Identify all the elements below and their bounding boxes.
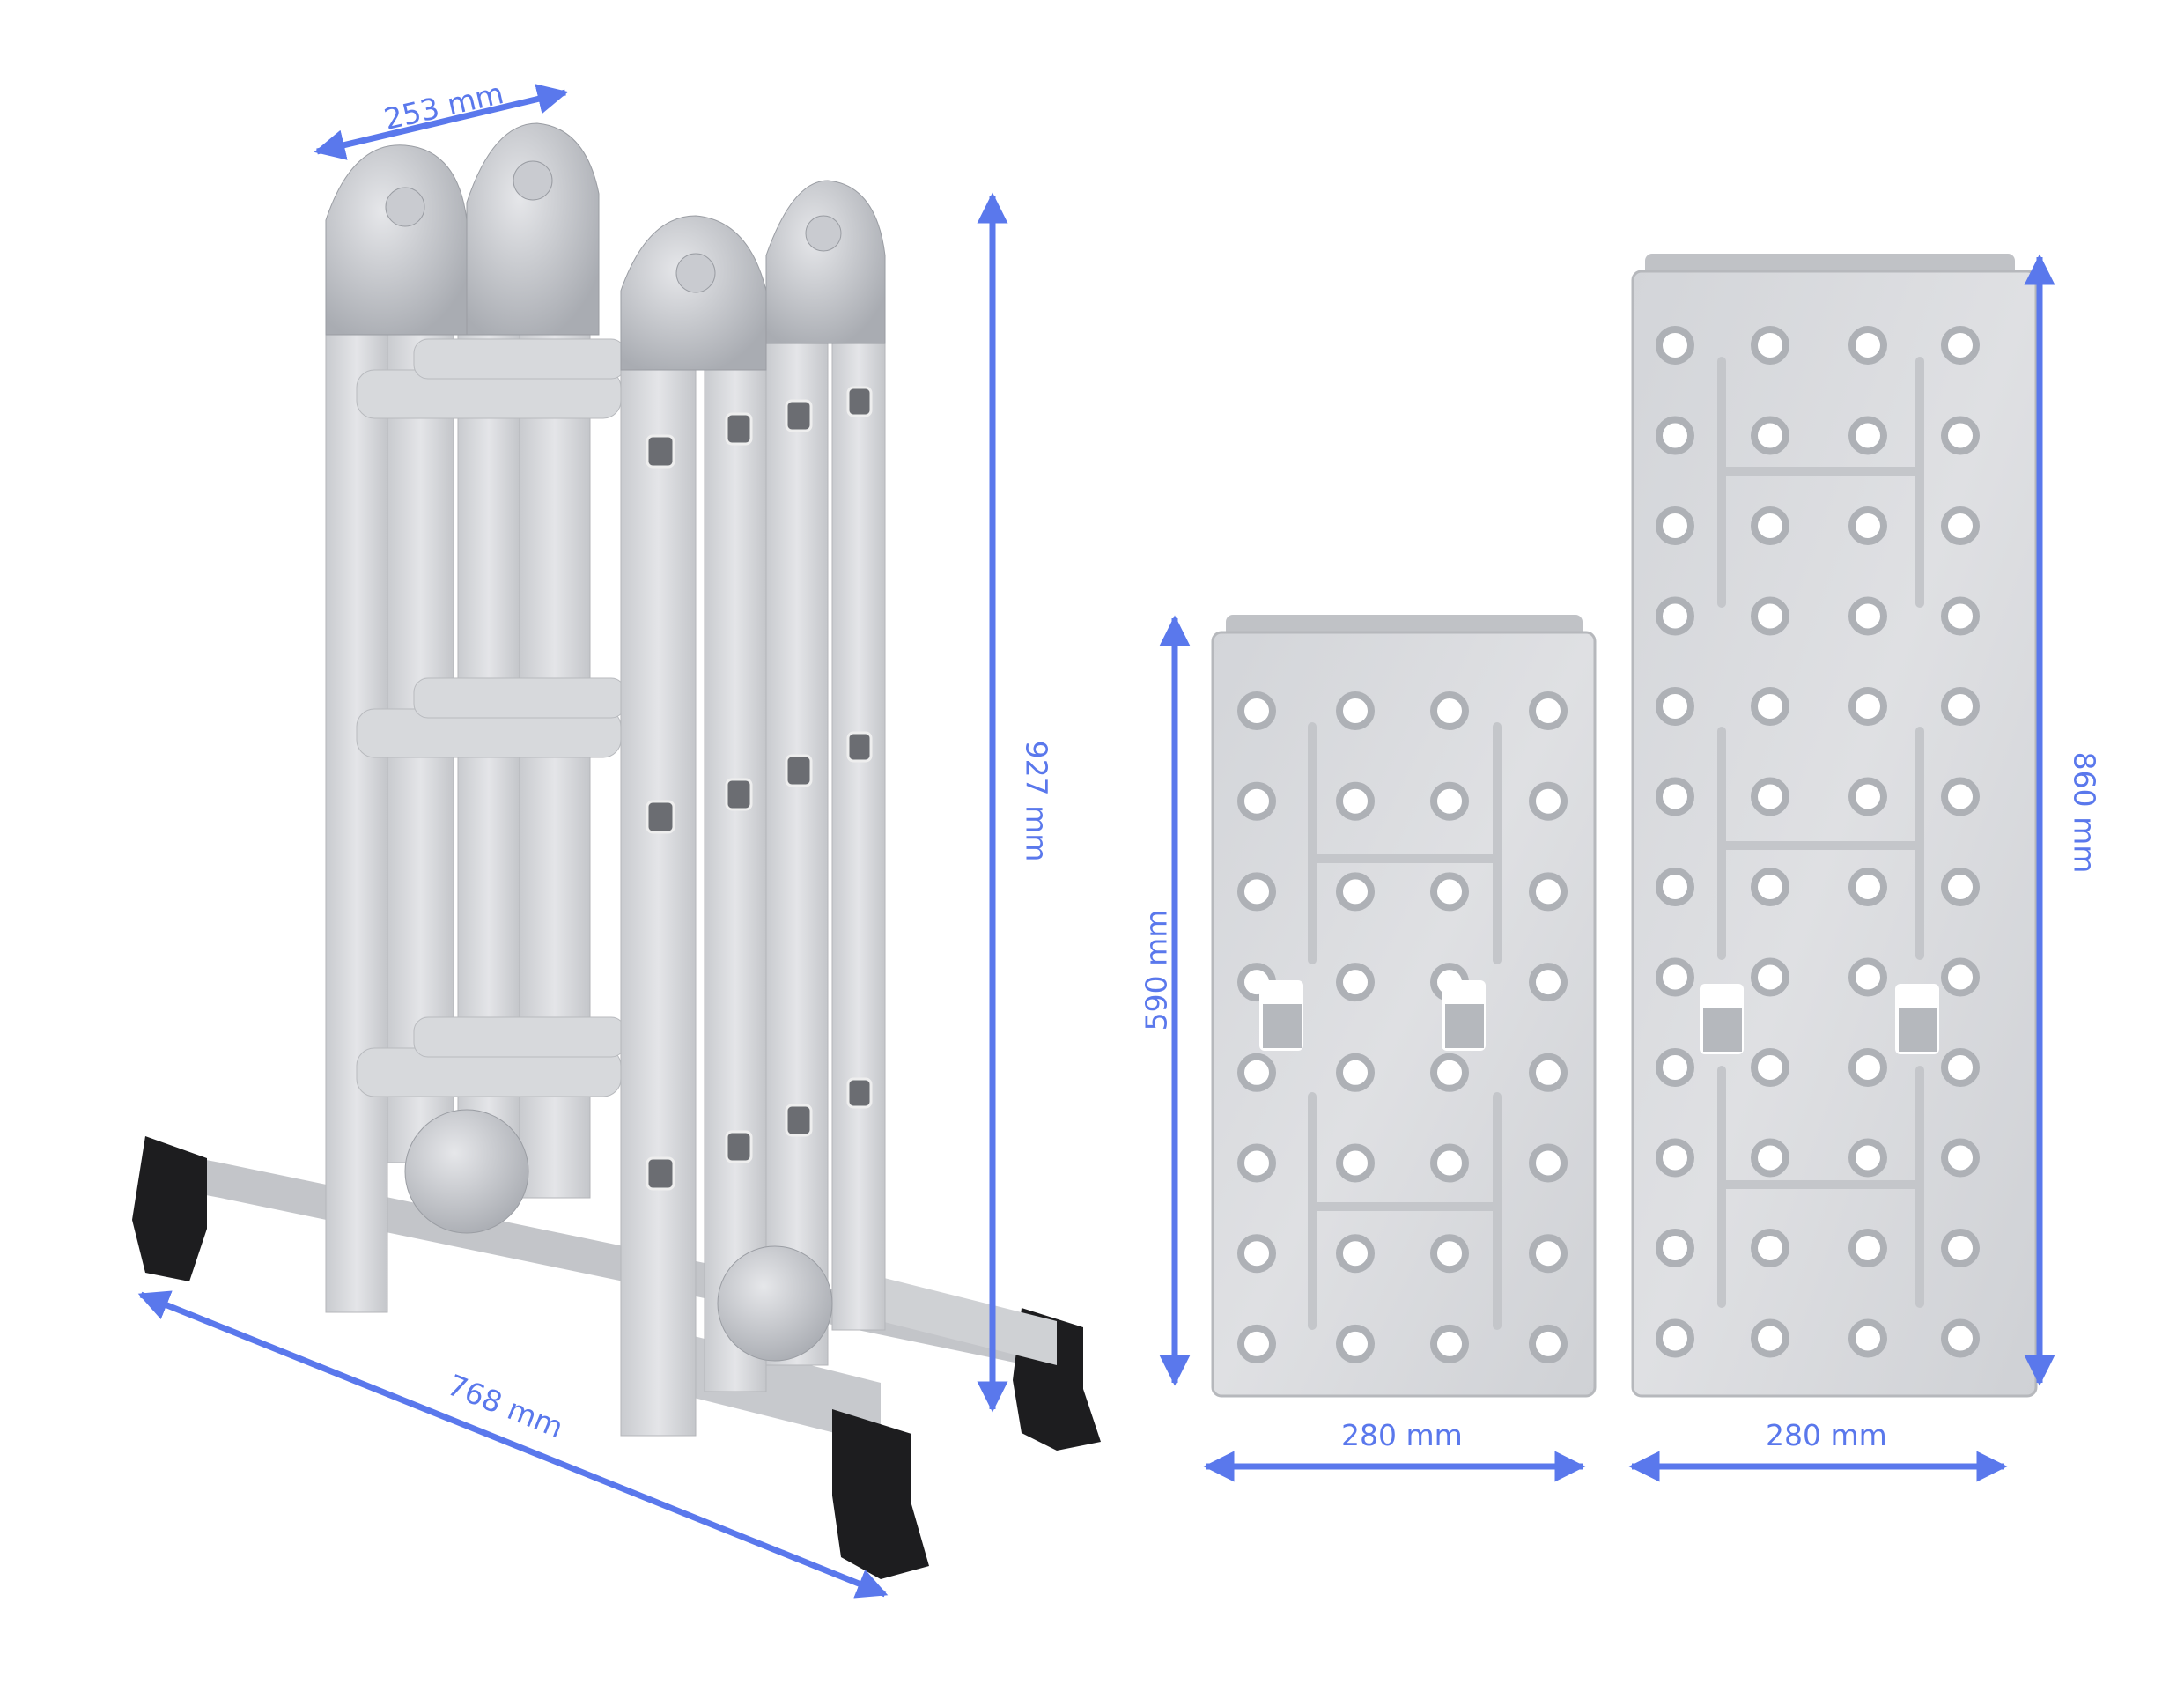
- platform-hole: [1237, 1052, 1276, 1092]
- label-ladder-height: 927 mm: [1019, 740, 1054, 862]
- platform-hole: [1656, 506, 1694, 545]
- platform-hole: [1656, 416, 1694, 455]
- hinge: [765, 180, 886, 344]
- label-platform-large-width: 280 mm: [1766, 1418, 1887, 1452]
- ladder-illustration: [132, 122, 1101, 1579]
- platform-hole: [1751, 416, 1789, 455]
- platform-hole: [1751, 506, 1789, 545]
- platform-hole: [1751, 1138, 1789, 1178]
- platform-large-illustration: [1631, 254, 2038, 1398]
- platform-hole: [1430, 1052, 1469, 1092]
- platform-hole: [1430, 691, 1469, 730]
- platform-hole: [1656, 596, 1694, 636]
- platform-hole: [1656, 777, 1694, 816]
- platform-hole: [1848, 506, 1887, 545]
- platform-hole: [1751, 777, 1789, 816]
- platform-hole: [1848, 957, 1887, 997]
- platform-hole: [1237, 1324, 1276, 1363]
- platform-hole: [1656, 326, 1694, 365]
- label-platform-large-height: 860 mm: [2067, 751, 2102, 874]
- platform-hole: [1751, 1229, 1789, 1267]
- platform-hole: [1336, 963, 1375, 1002]
- platform-hole: [1237, 1143, 1276, 1183]
- platform-hole: [1848, 596, 1887, 636]
- platform-hole: [1848, 1318, 1887, 1358]
- label-platform-small-width: 280 mm: [1341, 1418, 1463, 1452]
- platform-hole: [1848, 326, 1887, 365]
- hinge: [325, 144, 468, 336]
- platform-hole: [1751, 596, 1789, 636]
- platform-hole: [1237, 1234, 1276, 1274]
- platform-hole: [1848, 868, 1887, 906]
- platform-hole: [1529, 872, 1568, 912]
- platform-hole: [1336, 1234, 1375, 1274]
- platform-hole: [1751, 868, 1789, 906]
- platform-hole: [1941, 868, 1980, 906]
- platform-hole: [1751, 957, 1789, 997]
- platform-hole: [1529, 963, 1568, 1002]
- hinge: [404, 1109, 529, 1234]
- platform-hole: [1941, 957, 1980, 997]
- platform-hole: [1529, 691, 1568, 730]
- platform-hole: [1430, 781, 1469, 821]
- platform-hole: [1941, 1138, 1980, 1178]
- label-platform-small-height: 590 mm: [1139, 909, 1174, 1031]
- platform-hole: [1430, 1234, 1469, 1274]
- platform-hole: [1848, 1048, 1887, 1087]
- platform-hole: [1848, 687, 1887, 726]
- platform-hole: [1529, 1052, 1568, 1092]
- arrow-ladder-base-width: [137, 1290, 889, 1599]
- platform-hole: [1751, 1318, 1789, 1358]
- platform-hole: [1237, 872, 1276, 912]
- rubber-foot: [132, 1136, 207, 1281]
- platform-hole: [1751, 1048, 1789, 1087]
- platform-hole: [1941, 416, 1980, 455]
- platform-hole: [1430, 1324, 1469, 1363]
- hinge: [466, 122, 600, 336]
- platform-hole: [1529, 781, 1568, 821]
- platform-hole: [1848, 416, 1887, 455]
- platform-hole: [1941, 1048, 1980, 1087]
- platform-hole: [1237, 781, 1276, 821]
- platform-hole: [1336, 1052, 1375, 1092]
- platform-hole: [1656, 1138, 1694, 1178]
- platform-hole: [1336, 691, 1375, 730]
- hinge: [620, 215, 767, 371]
- platform-hole: [1751, 326, 1789, 365]
- platform-hole: [1336, 1324, 1375, 1363]
- platform-hole: [1430, 1143, 1469, 1183]
- dimension-arrows: [137, 84, 2055, 1599]
- platform-hole: [1941, 326, 1980, 365]
- platform-hole: [1529, 1324, 1568, 1363]
- platform-hole: [1941, 1229, 1980, 1267]
- platform-hole: [1656, 1048, 1694, 1087]
- platform-hole: [1848, 1229, 1887, 1267]
- platform-hole: [1941, 506, 1980, 545]
- platform-hole: [1336, 872, 1375, 912]
- rubber-foot: [832, 1409, 929, 1579]
- platform-hole: [1529, 1234, 1568, 1274]
- platform-hole: [1237, 691, 1276, 730]
- platform-hole: [1656, 957, 1694, 997]
- platform-hole: [1848, 1138, 1887, 1178]
- platform-hole: [1656, 868, 1694, 906]
- arrow-ladder-depth: [314, 84, 569, 160]
- platform-hole: [1751, 687, 1789, 726]
- platform-small-illustration: [1211, 615, 1597, 1398]
- platform-hole: [1941, 596, 1980, 636]
- platform-hole: [1848, 777, 1887, 816]
- platform-hole: [1941, 687, 1980, 726]
- platform-hole: [1430, 872, 1469, 912]
- platform-hole: [1336, 781, 1375, 821]
- platform-hole: [1336, 1143, 1375, 1183]
- hinge: [717, 1245, 833, 1362]
- platform-hole: [1656, 1318, 1694, 1358]
- platform-hole: [1656, 1229, 1694, 1267]
- platform-hole: [1529, 1143, 1568, 1183]
- platform-hole: [1656, 687, 1694, 726]
- platform-hole: [1941, 777, 1980, 816]
- platform-hole: [1941, 1318, 1980, 1358]
